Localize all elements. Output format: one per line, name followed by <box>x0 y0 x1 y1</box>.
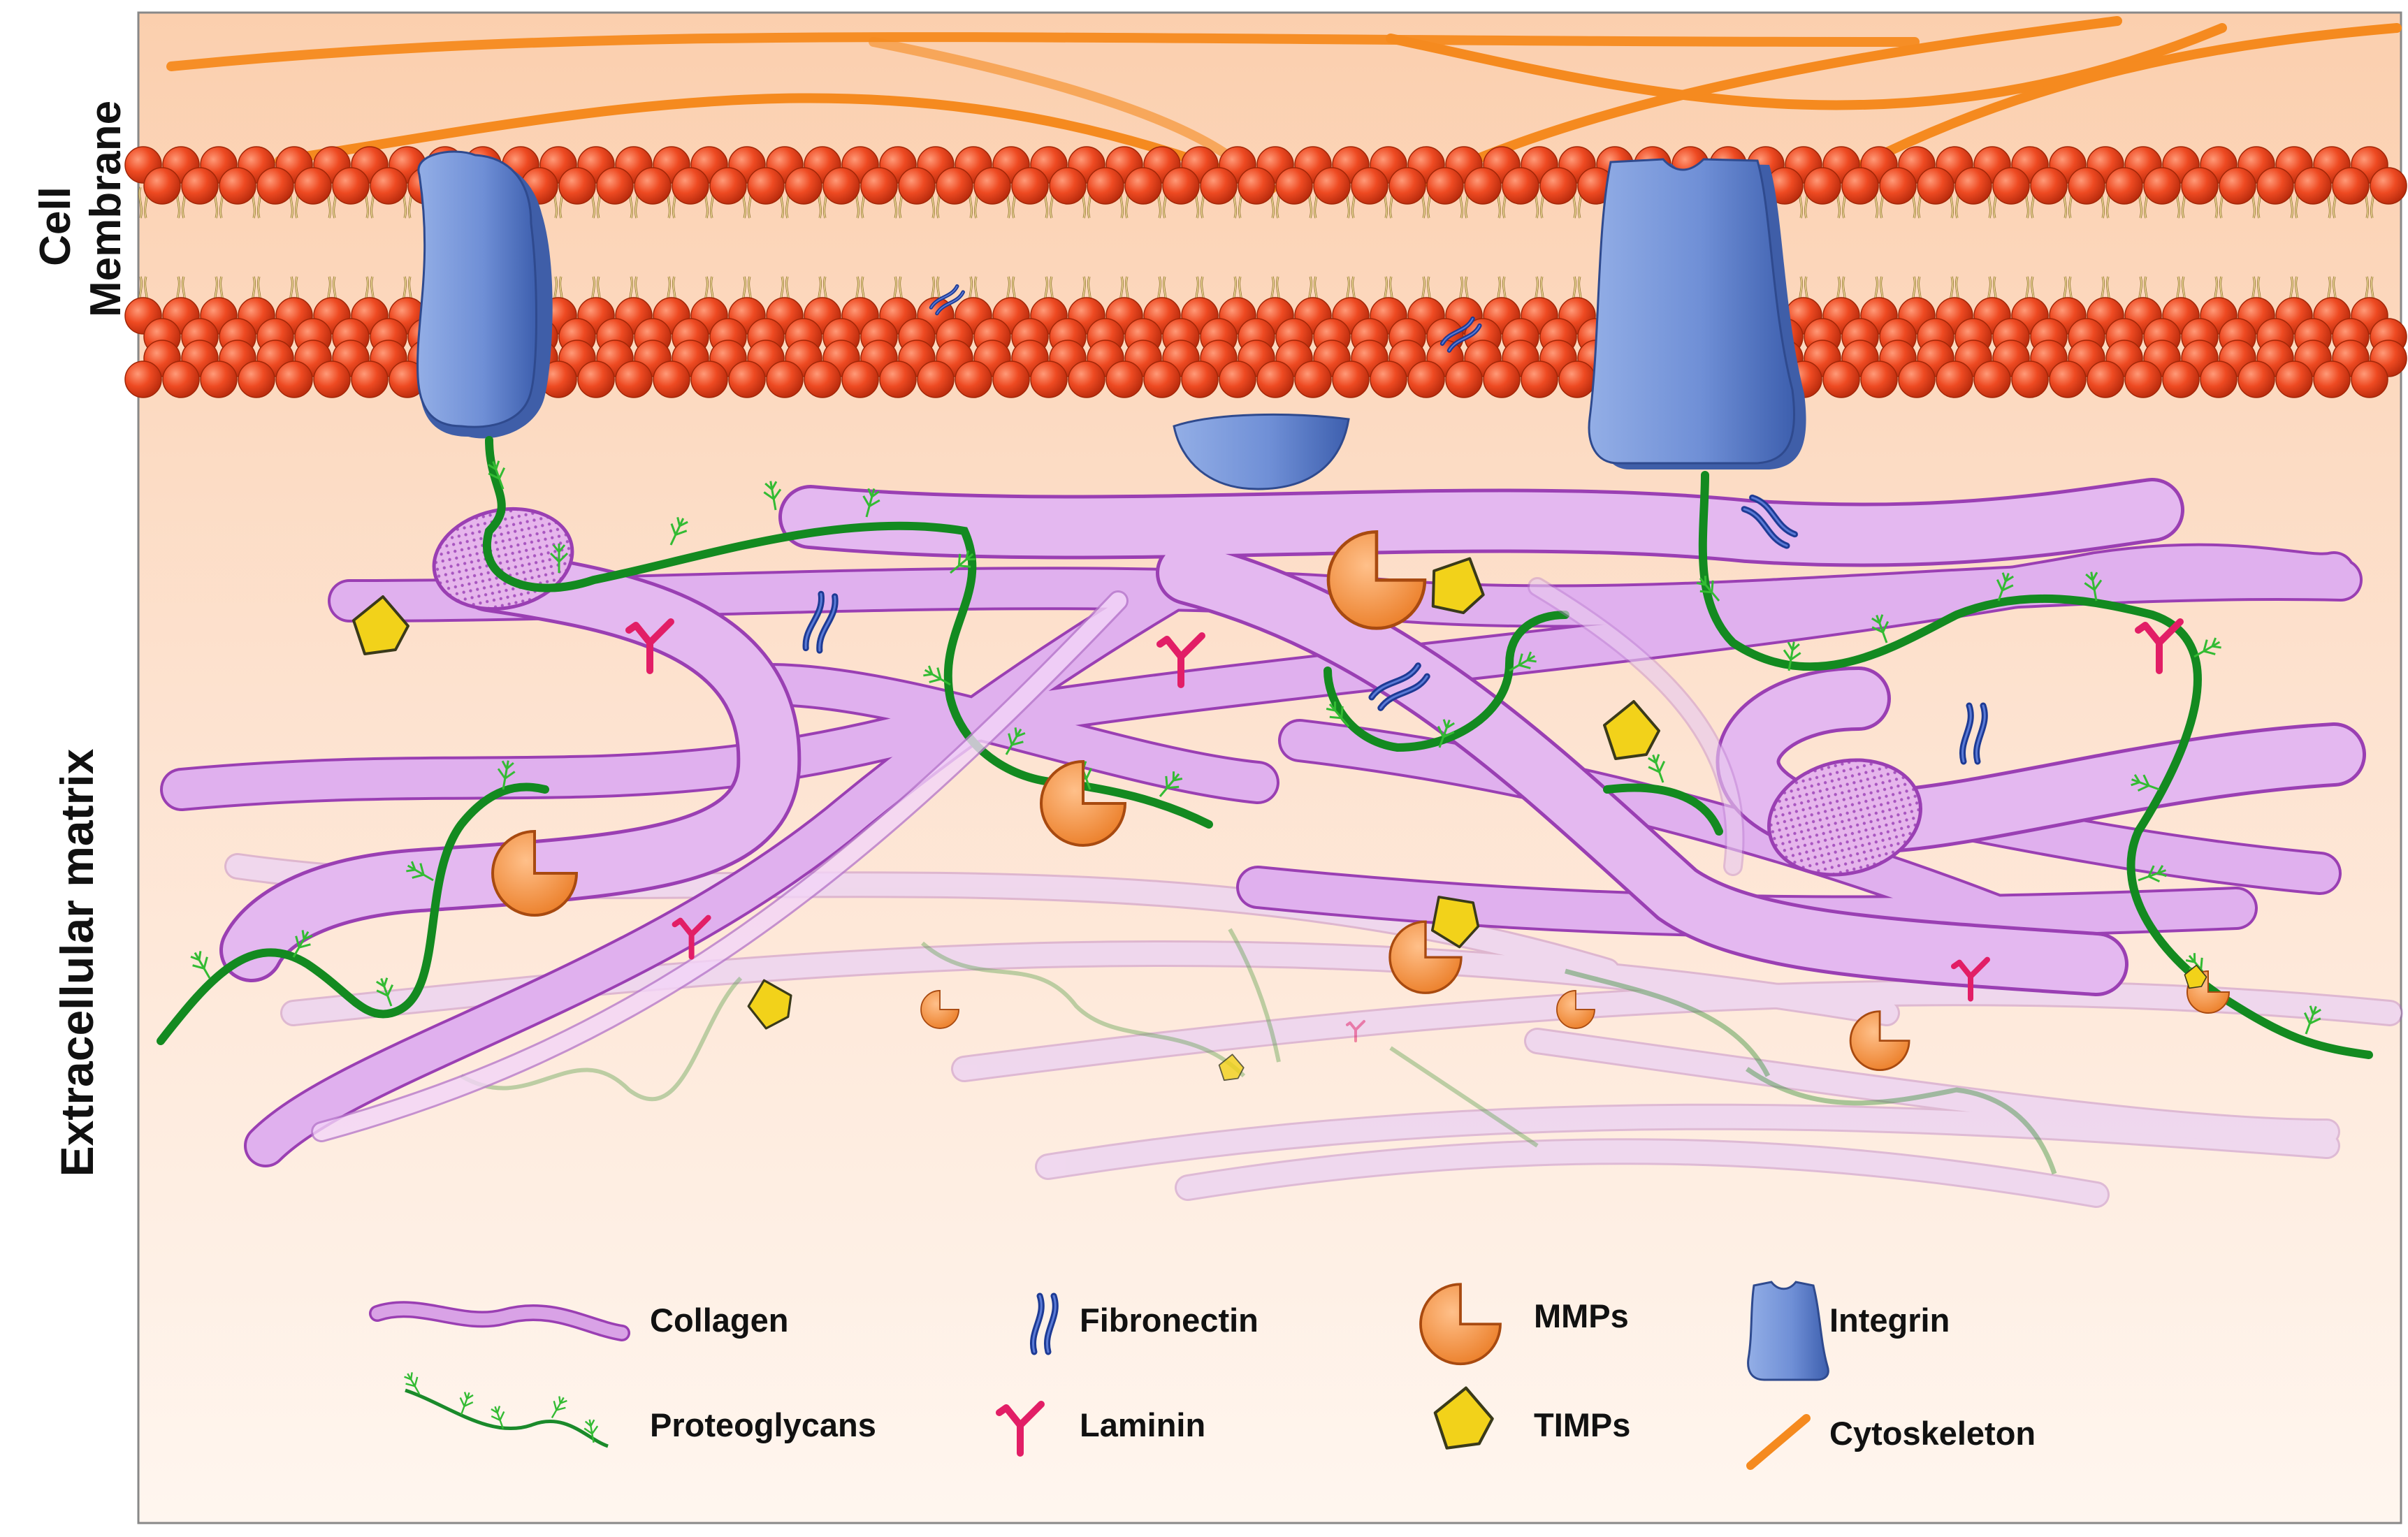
cell-membrane-label-line-2: Membrane <box>82 100 130 317</box>
legend-label-collagen: Collagen <box>650 1302 789 1339</box>
legend-label-laminin: Laminin <box>1080 1406 1206 1443</box>
peripheral-protein <box>1173 413 1350 490</box>
legend-label-mmps: MMPs <box>1534 1297 1629 1334</box>
integrin-right <box>1588 158 1806 469</box>
legend-label-timps: TIMPs <box>1534 1406 1631 1443</box>
collagen-fibers-faint <box>311 577 1745 1142</box>
integrin-icon <box>1747 1281 1829 1381</box>
legend-label-proteoglycans: Proteoglycans <box>650 1406 876 1443</box>
collagen-cross-section-right <box>1767 758 1922 877</box>
cell-membrane-label-line-1: Cell <box>31 187 80 266</box>
legend-label-cytoskeleton: Cytoskeleton <box>1829 1415 2036 1452</box>
integrin-left <box>416 150 553 439</box>
legend-label-integrin: Integrin <box>1829 1302 1950 1339</box>
cytoskeleton-fibers <box>166 16 2402 201</box>
extracellular-matrix-label: Extracellular matrix <box>51 748 103 1177</box>
proteoglycans-back <box>460 928 2057 1175</box>
proteoglycan-icon <box>400 1369 609 1448</box>
cytoskeleton-icon <box>1746 1414 1811 1470</box>
legend-label-fibronectin: Fibronectin <box>1080 1302 1259 1339</box>
cell-membrane-label: Cell Membrane <box>31 100 131 317</box>
legend <box>369 1281 1829 1470</box>
